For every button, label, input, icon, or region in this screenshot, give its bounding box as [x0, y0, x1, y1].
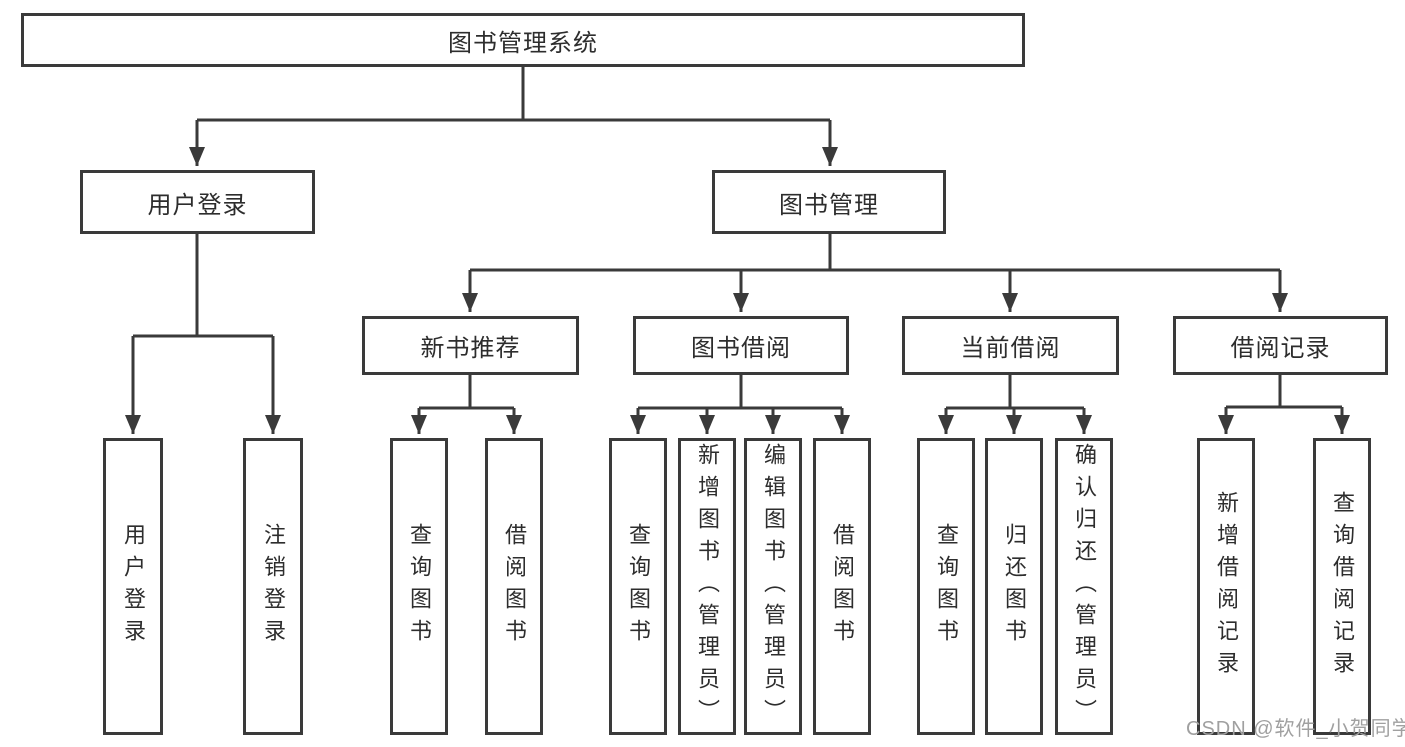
leaf-records-add-record: 新增借阅记录 — [1197, 438, 1255, 735]
node-borrow-records: 借阅记录 — [1173, 316, 1388, 375]
node-user-login: 用户登录 — [80, 170, 315, 234]
leaf-current-confirm-return-admin-label: 确认归还（管理员） — [1072, 442, 1097, 731]
leaf-borrow-query-books-label: 查询图书 — [626, 522, 651, 651]
node-book-mgmt: 图书管理 — [712, 170, 946, 234]
leaf-borrow-borrow-books-label: 借阅图书 — [830, 522, 855, 651]
node-book-borrow-label: 图书借阅 — [691, 335, 791, 362]
leaf-rec-borrow-books-label: 借阅图书 — [502, 522, 527, 651]
leaf-current-return-books-label: 归还图书 — [1002, 522, 1027, 651]
leaf-current-query-books-label: 查询图书 — [934, 522, 959, 651]
leaf-borrow-borrow-books: 借阅图书 — [813, 438, 871, 735]
leaf-rec-query-books-label: 查询图书 — [407, 522, 432, 651]
leaf-records-query-record-label: 查询借阅记录 — [1330, 490, 1355, 683]
node-book-mgmt-label: 图书管理 — [779, 191, 879, 219]
leaf-rec-borrow-books: 借阅图书 — [485, 438, 543, 735]
node-new-book-rec: 新书推荐 — [362, 316, 579, 375]
leaf-records-add-record-label: 新增借阅记录 — [1214, 490, 1239, 683]
leaf-logout-label: 注销登录 — [261, 522, 286, 651]
edge-mgmt-trunk — [470, 234, 1280, 272]
node-current-borrow: 当前借阅 — [902, 316, 1119, 375]
edge-current-trunk — [946, 375, 1084, 410]
node-borrow-records-label: 借阅记录 — [1230, 335, 1331, 362]
leaf-rec-query-books: 查询图书 — [390, 438, 448, 735]
csdn-watermark: CSDN @软件_小贺同学 — [1186, 718, 1405, 740]
node-book-borrow: 图书借阅 — [633, 316, 849, 375]
leaf-user-login: 用户登录 — [103, 438, 163, 735]
leaf-logout: 注销登录 — [243, 438, 303, 735]
leaf-current-query-books: 查询图书 — [917, 438, 975, 735]
edge-records-trunk — [1226, 375, 1342, 409]
node-current-borrow-label: 当前借阅 — [960, 335, 1061, 362]
edge-borrow-trunk — [638, 375, 842, 410]
leaf-borrow-edit-books-admin: 编辑图书（管理员） — [744, 438, 802, 735]
leaf-current-return-books: 归还图书 — [985, 438, 1043, 735]
edge-rec-trunk — [419, 375, 514, 410]
edge-root-trunk — [197, 65, 830, 122]
leaf-borrow-edit-books-admin-label: 编辑图书（管理员） — [761, 442, 786, 731]
leaf-borrow-query-books: 查询图书 — [609, 438, 667, 735]
node-user-login-label: 用户登录 — [147, 191, 248, 219]
node-root-label: 图书管理系统 — [448, 29, 598, 57]
leaf-user-login-label: 用户登录 — [121, 522, 146, 651]
node-new-book-rec-label: 新书推荐 — [420, 335, 521, 362]
leaf-current-confirm-return-admin: 确认归还（管理员） — [1055, 438, 1113, 735]
leaf-borrow-add-books-admin-label: 新增图书（管理员） — [695, 442, 720, 731]
leaf-borrow-add-books-admin: 新增图书（管理员） — [678, 438, 736, 735]
node-root: 图书管理系统 — [21, 13, 1025, 67]
leaf-records-query-record: 查询借阅记录 — [1313, 438, 1371, 735]
edge-user-trunk — [133, 234, 273, 338]
